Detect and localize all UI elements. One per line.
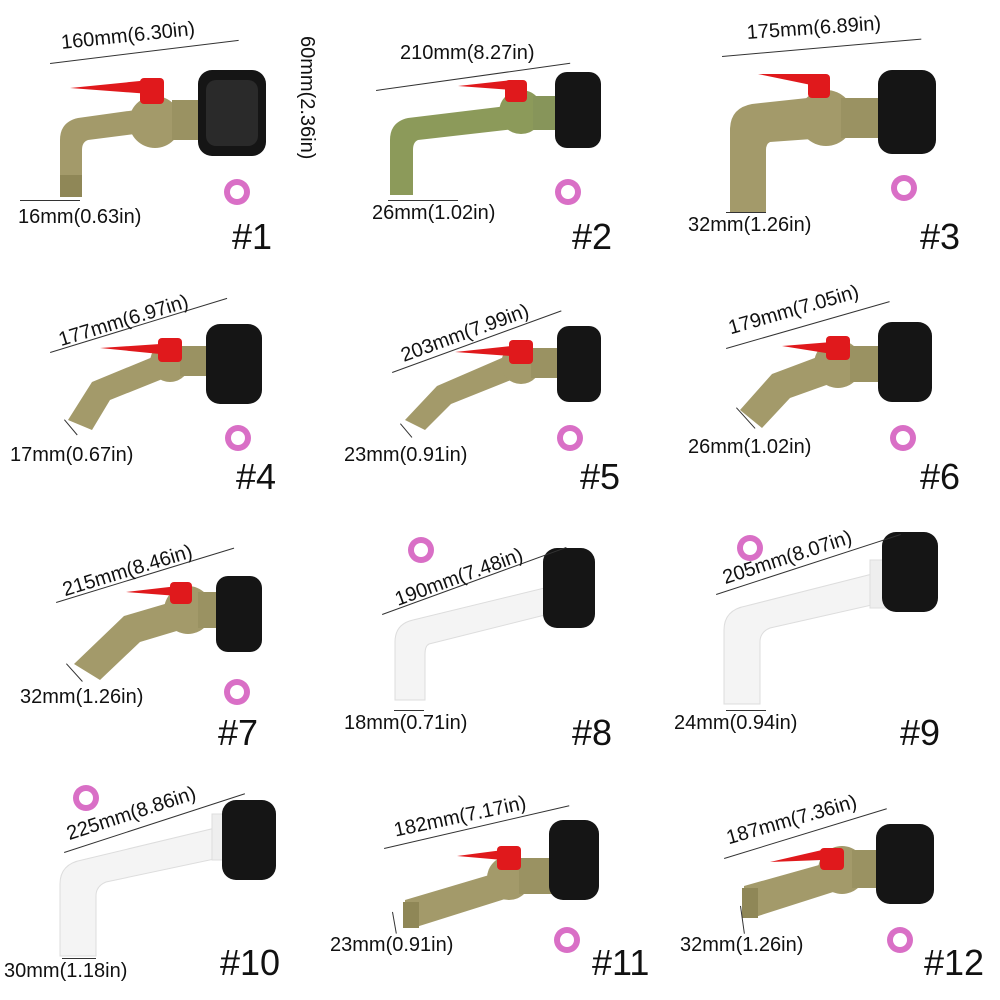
diameter-label-12: 32mm(1.26in) — [680, 934, 804, 956]
faucet-7-image — [74, 576, 262, 705]
item-number-11: #11 — [592, 942, 650, 983]
item-number-6: #6 — [920, 456, 961, 497]
height-label-1: 60mm(2.36in) — [296, 36, 318, 160]
diameter-line-10 — [62, 958, 96, 959]
diameter-label-5: 23mm(0.91in) — [344, 444, 468, 466]
item-number-3: #3 — [920, 216, 961, 257]
faucet-5-image — [405, 326, 601, 451]
item-number-9: #9 — [900, 712, 941, 753]
faucet-11-image — [403, 820, 599, 953]
diameter-label-8: 18mm(0.71in) — [344, 712, 468, 734]
item-number-5: #5 — [580, 456, 621, 497]
diameter-label-9: 24mm(0.94in) — [674, 712, 798, 734]
diameter-label-7: 32mm(1.26in) — [20, 686, 144, 708]
faucet-10-image — [59, 785, 276, 957]
diameter-label-2: 26mm(1.02in) — [372, 202, 496, 224]
faucet-12-image — [742, 824, 934, 953]
item-number-8: #8 — [572, 712, 613, 753]
length-label-2: 210mm(8.27in) — [400, 42, 535, 64]
diameter-line-9 — [726, 710, 766, 711]
diameter-line-3 — [726, 212, 766, 213]
diameter-label-3: 32mm(1.26in) — [688, 214, 812, 236]
item-number-2: #2 — [572, 216, 613, 257]
item-number-1: #1 — [232, 216, 273, 257]
diameter-line-1 — [20, 200, 80, 201]
diameter-label-1: 16mm(0.63in) — [18, 206, 142, 228]
faucet-3-image — [730, 70, 936, 212]
faucet-4-image — [68, 324, 262, 451]
faucet-1-image — [60, 70, 266, 205]
diameter-line-8 — [394, 710, 424, 711]
faucet-9-image — [723, 532, 938, 705]
diameter-label-11: 23mm(0.91in) — [330, 934, 454, 956]
diameter-label-10: 30mm(1.18in) — [4, 960, 128, 982]
item-number-4: #4 — [236, 456, 277, 497]
diameter-label-4: 17mm(0.67in) — [10, 444, 134, 466]
item-number-12: #12 — [924, 942, 985, 983]
faucet-6-image — [740, 322, 932, 451]
faucet-2-image — [390, 72, 601, 205]
item-number-10: #10 — [220, 942, 281, 983]
faucet-8-image — [394, 537, 595, 701]
diameter-line-2 — [388, 200, 458, 201]
diameter-label-6: 26mm(1.02in) — [688, 436, 812, 458]
item-number-7: #7 — [218, 712, 259, 753]
